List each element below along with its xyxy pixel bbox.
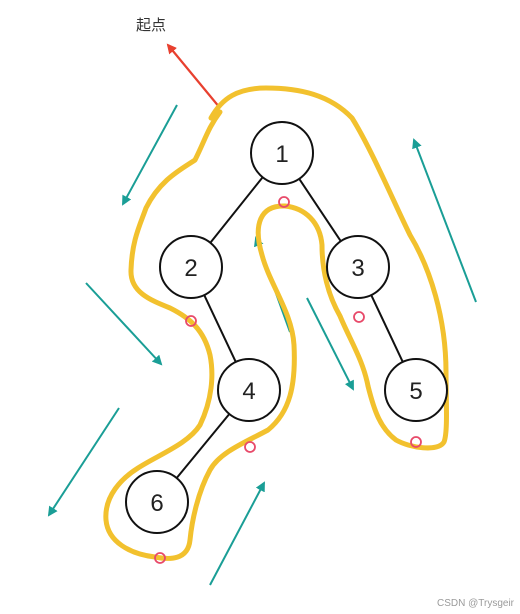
- direction-arrow: [85, 282, 163, 366]
- visit-marker: [278, 196, 290, 208]
- node-label: 4: [242, 378, 255, 405]
- tree-edge-4-6: [175, 413, 231, 479]
- tree-node-3: 3: [326, 235, 390, 299]
- start-arrow: [166, 43, 221, 109]
- direction-arrow: [412, 138, 477, 303]
- tree-edge-2-4: [203, 294, 237, 363]
- visit-marker: [185, 315, 197, 327]
- tree-edge-1-2: [209, 176, 264, 244]
- tree-node-4: 4: [217, 358, 281, 422]
- visit-marker: [353, 311, 365, 323]
- visit-markers: [154, 196, 422, 564]
- tree-node-5: 5: [384, 358, 448, 422]
- node-label: 1: [275, 141, 288, 168]
- direction-arrow: [209, 481, 265, 586]
- visit-marker: [410, 436, 422, 448]
- visit-marker: [244, 441, 256, 453]
- visit-marker: [154, 552, 166, 564]
- direction-arrow: [47, 407, 120, 517]
- tree-edge-3-5: [370, 294, 404, 363]
- node-label: 3: [351, 255, 364, 282]
- node-label: 6: [150, 490, 163, 517]
- tree-edge-1-3: [298, 178, 342, 242]
- tree-edges: [175, 176, 404, 479]
- node-label: 2: [184, 255, 197, 282]
- tree-node-1: 1: [250, 121, 314, 185]
- tree-node-6: 6: [125, 470, 189, 534]
- node-label: 5: [409, 378, 422, 405]
- start-label: 起点: [136, 16, 166, 34]
- watermark: CSDN @Trysgeir: [437, 598, 515, 609]
- direction-arrow: [122, 104, 178, 206]
- tree-node-2: 2: [159, 235, 223, 299]
- direction-arrow: [306, 297, 354, 391]
